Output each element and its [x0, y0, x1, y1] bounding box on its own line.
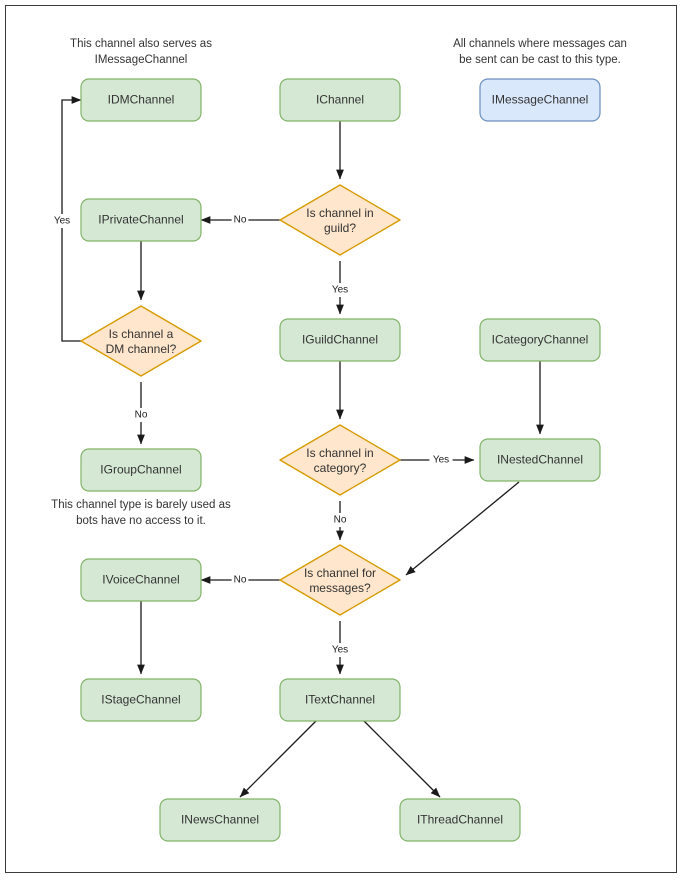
node-shape-box[interactable]: [159, 798, 281, 842]
node-shape-box[interactable]: [479, 318, 601, 362]
edge-e-ismessages-itext: Yes: [328, 621, 352, 675]
node-iguildchannel[interactable]: IGuildChannel: [279, 318, 401, 362]
node-shape-box[interactable]: [80, 78, 202, 122]
node-shape-diamond[interactable]: [80, 305, 202, 377]
edge-label-backing: [132, 408, 150, 422]
node-itextchannel[interactable]: ITextChannel: [279, 678, 401, 722]
node-shape-box[interactable]: [80, 678, 202, 722]
edge-line: [239, 720, 317, 798]
node-inestedchannel[interactable]: INestedChannel: [479, 438, 601, 482]
node-label: IMessageChannel: [492, 93, 589, 107]
edge-label-backing: [328, 643, 352, 657]
node-shape-diamond[interactable]: [279, 424, 401, 496]
edge-line: [363, 720, 441, 798]
edge-label-backing: [231, 213, 249, 227]
edge-label-backing: [50, 214, 74, 228]
edge-label: Yes: [433, 455, 449, 466]
edge-line: [405, 481, 520, 576]
node-label: INewsChannel: [181, 813, 259, 827]
node-shape-box[interactable]: [279, 78, 401, 122]
node-shape-box[interactable]: [279, 678, 401, 722]
edge-e-isguild-iprivate: No: [200, 213, 280, 227]
edge-label: No: [334, 515, 347, 526]
edge-e-iscategory-ismessages: No: [331, 501, 349, 541]
node-label: ITextChannel: [305, 693, 375, 707]
node-label: IChannel: [316, 93, 364, 107]
edge-e-itext-inews: [239, 720, 317, 798]
node-istagechannel[interactable]: IStageChannel: [80, 678, 202, 722]
node-inewschannel[interactable]: INewsChannel: [159, 798, 281, 842]
node-idmchannel[interactable]: IDMChannel: [80, 78, 202, 122]
node-ithreadchannel[interactable]: IThreadChannel: [399, 798, 521, 842]
node-label: IPrivateChannel: [98, 213, 183, 227]
edge-label-backing: [328, 283, 352, 297]
edge-e-itext-ithread: [363, 720, 441, 798]
edge-label-backing: [429, 453, 453, 467]
node-label: INestedChannel: [497, 453, 583, 467]
node-shape-diamond[interactable]: [279, 544, 401, 616]
node-shape-box[interactable]: [479, 78, 601, 122]
node-shape-box[interactable]: [399, 798, 521, 842]
edge-label-backing: [331, 513, 349, 527]
node-ivoicechannel[interactable]: IVoiceChannel: [80, 558, 202, 602]
node-label: IStageChannel: [101, 693, 180, 707]
edge-label: No: [234, 575, 247, 586]
node-shape-box[interactable]: [279, 318, 401, 362]
node-iprivatechannel[interactable]: IPrivateChannel: [80, 198, 202, 242]
node-label: IGroupChannel: [100, 463, 181, 477]
node-shape-box[interactable]: [479, 438, 601, 482]
edge-e-inested-ismessages: [405, 481, 520, 576]
node-label: IVoiceChannel: [102, 573, 179, 587]
node-ichannel[interactable]: IChannel: [279, 78, 401, 122]
node-label: IThreadChannel: [417, 813, 503, 827]
edge-label: No: [234, 215, 247, 226]
edge-label-backing: [231, 573, 249, 587]
edge-e-ismessages-ivoice: No: [200, 573, 280, 587]
node-shape-box[interactable]: [80, 558, 202, 602]
edge-e-iscategory-inested: Yes: [400, 453, 475, 467]
node-imessagechannel[interactable]: IMessageChannel: [479, 78, 601, 122]
node-label: IDMChannel: [108, 93, 175, 107]
node-shape-diamond[interactable]: [279, 184, 401, 256]
node-shape-box[interactable]: [80, 198, 202, 242]
edge-e-isguild-iguildchannel: Yes: [328, 261, 352, 315]
nodes-layer: IDMChannel IChannel IMessageChannelIPrivat…: [80, 78, 601, 842]
node-label: IGuildChannel: [302, 333, 378, 347]
node-igroupchannel[interactable]: IGroupChannel: [80, 448, 202, 492]
node-shape-box[interactable]: [80, 448, 202, 492]
edge-label: Yes: [54, 216, 70, 227]
node-label: ICategoryChannel: [492, 333, 589, 347]
edge-e-isdm-idm: Yes: [50, 96, 82, 342]
edge-label: Yes: [332, 285, 348, 296]
edge-e-isdm-igroup: No: [132, 382, 150, 445]
node-icategorychannel[interactable]: ICategoryChannel: [479, 318, 601, 362]
edge-label: Yes: [332, 645, 348, 656]
edge-label: No: [135, 410, 148, 421]
